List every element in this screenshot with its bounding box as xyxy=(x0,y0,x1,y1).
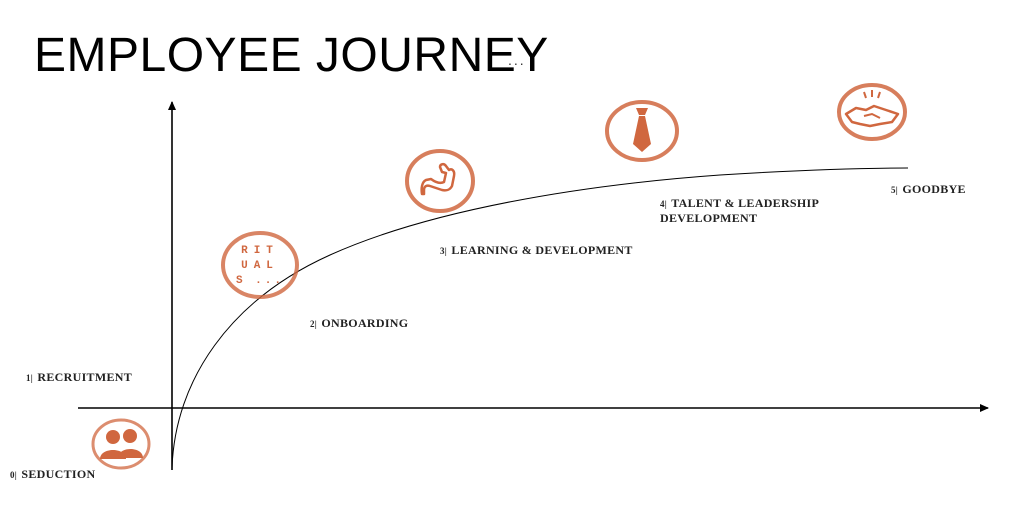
rituals-stamp-icon: RIT UAL S ... xyxy=(221,231,299,299)
people-icon xyxy=(91,418,151,470)
stage-number: 2| xyxy=(310,319,318,329)
stage-onboarding: 2| ONBOARDING xyxy=(310,316,408,331)
stage-label: TALENT & LEADERSHIP xyxy=(671,196,820,210)
stage-label: GOODBYE xyxy=(902,182,966,196)
stage-number: 3| xyxy=(440,246,448,256)
stage-talent-leadership: 4| TALENT & LEADERSHIP DEVELOPMENT xyxy=(660,196,819,225)
title-ellipsis: ... xyxy=(508,52,526,68)
stage-goodbye: 5| GOODBYE xyxy=(891,182,966,197)
stage-seduction: 0| SEDUCTION xyxy=(10,467,95,482)
stage-number: 0| xyxy=(10,470,18,480)
stage-recruitment: 1| RECRUITMENT xyxy=(26,370,132,385)
stage-learning-development: 3| LEARNING & DEVELOPMENT xyxy=(440,243,633,258)
stage-number: 5| xyxy=(891,185,899,195)
stage-number: 4| xyxy=(660,199,668,209)
stage-label: LEARNING & DEVELOPMENT xyxy=(451,243,633,257)
page-title: EMPLOYEE JOURNEY xyxy=(34,29,549,82)
rituals-text-line2: UAL xyxy=(241,260,279,272)
rituals-text-line3: S ... xyxy=(236,275,284,287)
stage-number: 1| xyxy=(26,373,34,383)
rituals-text-line1: RIT xyxy=(241,245,279,257)
flexed-arm-icon xyxy=(405,149,475,213)
stage-label: ONBOARDING xyxy=(321,316,409,330)
stage-label-line2: DEVELOPMENT xyxy=(660,211,758,225)
necktie-icon xyxy=(605,100,679,162)
stage-label: RECRUITMENT xyxy=(37,370,133,384)
handshake-icon xyxy=(837,83,907,141)
journey-curve xyxy=(171,167,909,469)
stage-label: SEDUCTION xyxy=(21,467,96,481)
